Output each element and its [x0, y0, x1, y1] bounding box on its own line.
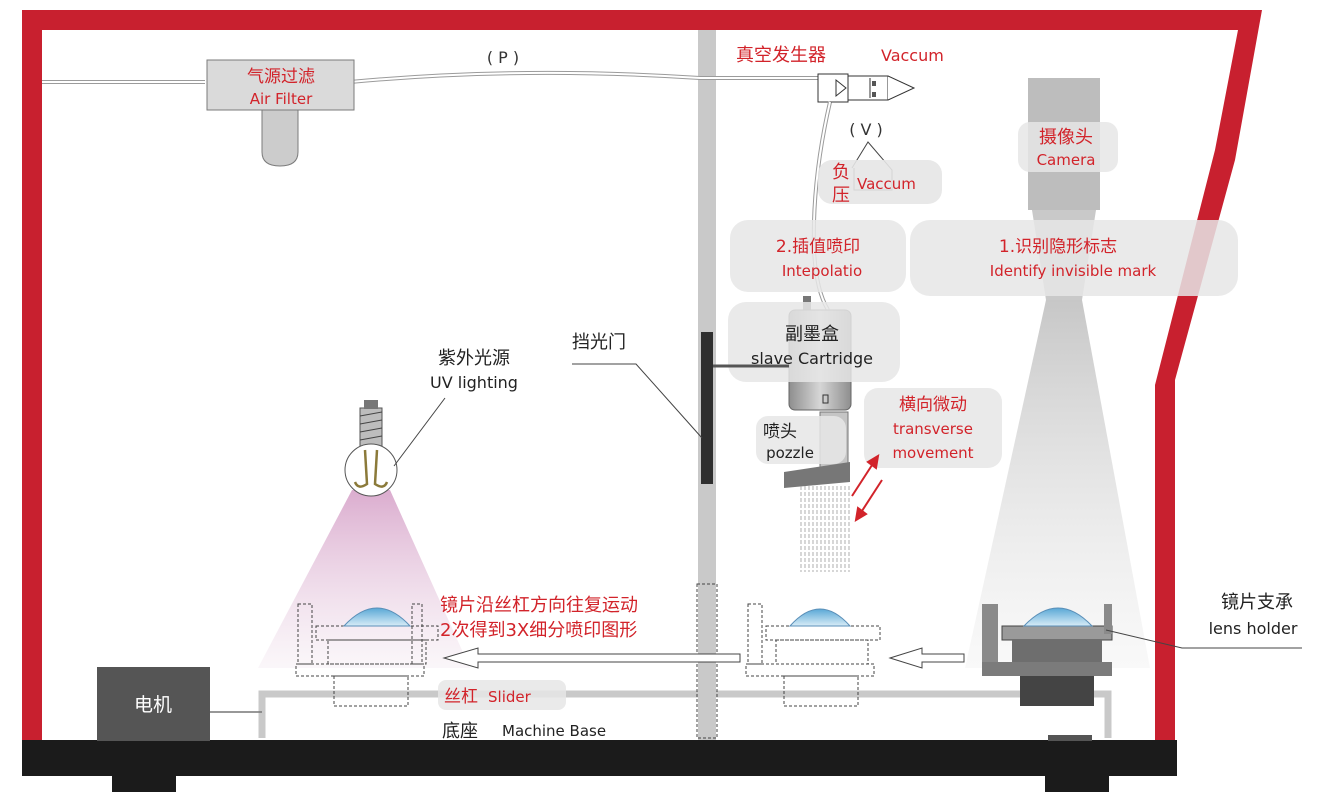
cartridge-label-cn: 副墨盒 — [785, 324, 839, 345]
ink-drops — [798, 486, 850, 572]
foot-right — [1045, 770, 1109, 792]
nozzle-label-en: pozzle — [766, 444, 814, 462]
v-label: ( V ) — [849, 120, 883, 139]
air-filter-label-en: Air Filter — [250, 90, 313, 108]
lens-holder-label-en: lens holder — [1209, 619, 1298, 638]
air-filter-bowl — [261, 109, 299, 167]
step1-label-cn: 1.识别隐形标志 — [999, 237, 1117, 257]
uv-leader — [393, 397, 446, 467]
motor-label: 电机 — [134, 694, 172, 716]
neg-pressure-bubble — [818, 160, 942, 204]
step2-label-en: Intepolatio — [782, 262, 862, 280]
nozzle-bubble — [756, 416, 846, 464]
step1-label-en: Identify invisible mark — [990, 262, 1157, 280]
light-shutter — [701, 332, 713, 484]
neg-pressure-label-en: Vaccum — [857, 175, 916, 193]
vacuum-gen-label-en: Vaccum — [881, 46, 944, 65]
slider-label-en: Slider — [488, 688, 532, 706]
air-filter-body — [206, 59, 355, 111]
cartridge-bubble — [728, 302, 900, 382]
transverse-label-en1: transverse — [893, 420, 973, 438]
foot-left — [112, 770, 176, 792]
transverse-bubble — [864, 388, 1002, 468]
base-label-en: Machine Base — [502, 722, 606, 740]
step2-label-cn: 2.插值喷印 — [776, 237, 860, 257]
pressure-label: ( P ) — [487, 48, 519, 67]
step1-bubble — [910, 220, 1238, 296]
move-arrow-left — [442, 647, 741, 669]
camera-label-cn: 摄像头 — [1039, 127, 1093, 148]
uv-beam — [258, 490, 470, 668]
neg-pressure-label-2: 压 — [832, 185, 850, 206]
camera-beam — [965, 300, 1150, 668]
camera-label-en: Camera — [1037, 151, 1096, 169]
neg-pressure-label-1: 负 — [832, 162, 850, 183]
transverse-arrows — [851, 454, 883, 522]
move-arrow-right — [888, 647, 965, 669]
base-block-right — [1048, 735, 1092, 741]
lens-left — [342, 607, 412, 627]
lens-holder-label-cn: 镜片支承 — [1221, 592, 1293, 613]
vacuum-generator — [817, 73, 916, 103]
step2-bubble — [730, 220, 906, 292]
lens-middle — [788, 608, 852, 627]
camera-bubble — [1018, 122, 1118, 172]
cartridge-label-en: slave Cartridge — [751, 349, 873, 368]
air-filter-label-cn: 气源过滤 — [247, 67, 315, 87]
slider-label-cn: 丝杠 — [444, 687, 478, 707]
lens-holder-solid — [982, 604, 1113, 706]
slider-bubble — [438, 680, 566, 710]
base-slab — [22, 740, 1177, 776]
uv-label-cn: 紫外光源 — [438, 348, 510, 369]
vacuum-gen-label-cn: 真空发生器 — [736, 45, 826, 66]
transverse-label-en2: movement — [892, 444, 973, 462]
nozzle-label-cn: 喷头 — [763, 422, 797, 442]
uv-bulb — [344, 400, 398, 497]
shutter-label: 挡光门 — [572, 332, 626, 353]
lens-move-label-1: 镜片沿丝杠方向往复运动 — [440, 595, 638, 616]
screw-rod — [258, 690, 1112, 738]
shutter-leader — [572, 363, 703, 439]
lens-holder-leader — [1105, 629, 1302, 649]
lens-right — [1022, 607, 1094, 627]
base-label-cn: 底座 — [442, 721, 478, 742]
motor — [97, 667, 210, 741]
lens-move-label-2: 2次得到3X细分喷印图形 — [440, 620, 637, 641]
nozzle-plate — [784, 462, 850, 488]
transverse-label-cn: 横向微动 — [899, 395, 967, 415]
uv-label-en: UV lighting — [430, 373, 518, 392]
